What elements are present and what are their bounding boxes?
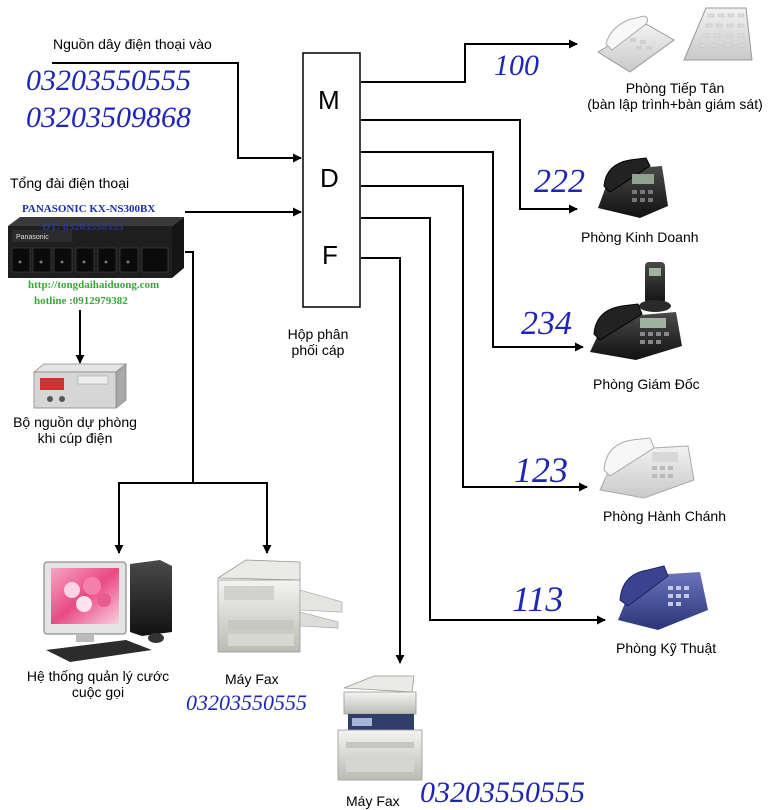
fax-left-label: Máy Fax	[225, 671, 279, 687]
mdf-letter-m: M	[318, 85, 340, 115]
wire-fax-bottom	[361, 257, 405, 664]
pbx-model: PANASONIC KX-NS300BX	[22, 203, 156, 215]
dss-console-icon	[683, 7, 753, 61]
mdf-box	[302, 52, 361, 308]
mdf-letter-f: F	[322, 240, 338, 270]
wire-ext-100	[361, 39, 578, 83]
ups-label-line1: Bộ nguồn dự phòng	[13, 414, 137, 430]
fax-bottom-label: Máy Fax	[346, 793, 400, 809]
wire-ext-234	[361, 151, 584, 352]
billing-label: Hệ thống quản lý cước cuộc gọi	[0, 668, 196, 700]
svg-text:Panasonic: Panasonic	[16, 234, 49, 241]
tech-phone-icon	[618, 565, 708, 630]
incoming-number-1: 03203550555	[26, 64, 191, 97]
ext-number-113: 113	[512, 579, 564, 619]
wire-ext-123	[361, 185, 588, 492]
room-reception-name: Phòng Tiếp Tân	[625, 80, 725, 96]
billing-label-line1: Hệ thống quản lý cước	[26, 668, 170, 684]
mdf-label: Hộp phân phối cáp	[268, 326, 368, 358]
pbx-hotline: hotline :0912979382	[34, 295, 128, 307]
pbx-to-fax-wire	[193, 482, 272, 554]
pbx-overlay-text: ĐT: 03203550555	[42, 221, 124, 233]
admin-phone-icon	[599, 437, 695, 499]
wire-ext-222	[361, 119, 578, 214]
room-reception: Phòng Tiếp Tân (bàn lập trình+bàn giám s…	[570, 80, 779, 112]
pbx-to-billing-wire	[114, 251, 194, 554]
ext-number-234: 234	[521, 305, 572, 342]
incoming-wire	[52, 62, 302, 163]
pbx-website: http://tongdaihaiduong.com	[28, 279, 160, 291]
reception-phone-icon	[597, 15, 675, 73]
mdf-label-line1: Hộp phân	[287, 326, 349, 342]
ups-power-icon	[32, 363, 128, 409]
ups-label-line2: khi cúp điện	[37, 430, 113, 446]
pbx-title: Tổng đài điện thoại	[10, 175, 130, 191]
fax-machine-bottom-icon	[337, 675, 423, 781]
sales-phone-icon	[598, 157, 668, 218]
director-phone-icon	[590, 303, 682, 360]
wire-ext-113	[361, 217, 606, 625]
ext-number-222: 222	[534, 163, 585, 200]
ups-label: Bộ nguồn dự phòng khi cúp điện	[0, 414, 170, 446]
mdf-label-line2: phối cáp	[291, 342, 345, 358]
billing-label-line2: cuộc gọi	[71, 684, 125, 700]
computer-icon	[43, 560, 172, 662]
room-tech-name: Phòng Kỹ Thuật	[616, 640, 717, 656]
incoming-line-label: Nguồn dây điện thoại vào	[53, 36, 212, 52]
room-reception-sub: (bàn lập trình+bàn giám sát)	[587, 96, 763, 112]
ext-number-100: 100	[494, 49, 539, 82]
ext-number-123: 123	[514, 450, 568, 490]
incoming-number-2: 03203509868	[26, 101, 191, 134]
room-director-name: Phòng Giám Đốc	[593, 376, 700, 392]
fax-bottom-number: 03203550555	[420, 776, 585, 809]
room-admin-name: Phòng Hành Chánh	[603, 508, 726, 524]
cordless-phone-icon	[639, 262, 671, 312]
fax-left-number: 03203550555	[186, 690, 307, 715]
mdf-letter-d: D	[320, 163, 339, 193]
fax-machine-icon	[216, 559, 343, 653]
room-sales-name: Phòng Kinh Doanh	[581, 229, 699, 245]
pbx-rack-icon: Panasonic	[8, 217, 184, 278]
